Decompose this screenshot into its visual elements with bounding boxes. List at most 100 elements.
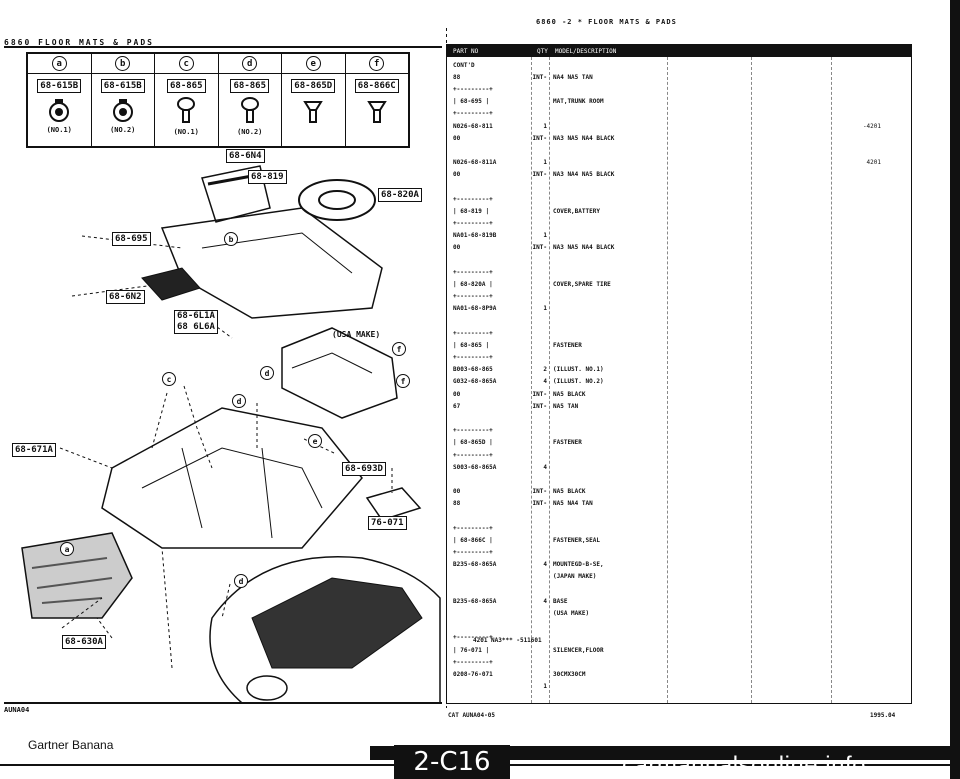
part-callout: 68-671A xyxy=(12,443,56,457)
clip-note: (NO.1) xyxy=(173,128,199,136)
cell-part-no: 00 xyxy=(453,488,461,496)
cell-part-no: +---------+ xyxy=(453,634,493,642)
cell-part-no: 88 xyxy=(453,500,461,508)
clip-letter-f: f xyxy=(369,56,385,71)
table-row: | 76-071 | SILENCER,FLOOR xyxy=(447,644,911,656)
clip-note: (NO.1) xyxy=(46,126,72,134)
table-row: 00 INT- NA3 NA5 NA4 BLACK xyxy=(447,132,911,144)
cell-part-no: +---------+ xyxy=(453,427,493,435)
cell-part-no: +---------+ xyxy=(453,268,493,276)
cell-part-no: +---------+ xyxy=(453,329,493,337)
cell-part-no: +---------+ xyxy=(453,451,493,459)
clip-reference-tag: f xyxy=(392,342,406,356)
catalog-date: 1995.04 xyxy=(870,712,896,719)
fastener-icon xyxy=(303,101,324,123)
clip-note: (NO.2) xyxy=(237,128,263,136)
table-row: +---------+ xyxy=(447,108,911,120)
part-callout: 68-6N2 xyxy=(106,290,145,304)
cell-description: NA3 NA5 NA4 BLACK xyxy=(553,134,615,142)
fastener-icon xyxy=(366,101,387,123)
clip-legend: a 68-615B (NO.1) b 68-615B (NO.2) c 68-8… xyxy=(26,52,410,148)
cell-qty: INT- xyxy=(532,390,547,398)
heading-rule xyxy=(4,46,442,48)
cell-description: 30CMX30CM xyxy=(553,670,586,678)
cell-part-no: G032-68-865A xyxy=(453,378,497,386)
cell-description: SILENCER,FLOOR xyxy=(553,646,604,654)
fastener-icon xyxy=(177,97,196,123)
table-row: | 68-695 |MAT,TRUNK ROOM xyxy=(447,96,911,108)
clip-part-number: 68-866C xyxy=(354,79,399,93)
clip-cell-a: a 68-615B (NO.1) xyxy=(28,54,92,146)
cell-part-no: 00 xyxy=(453,134,461,142)
floor-mat-illustration xyxy=(21,165,441,703)
clip-reference-tag: d xyxy=(260,366,274,380)
cell-reference: -4201 xyxy=(862,122,881,130)
cell-part-no: +---------+ xyxy=(453,220,493,228)
table-row xyxy=(447,412,911,424)
cell-part-no: +---------+ xyxy=(453,549,493,557)
cell-description: NA5 BLACK xyxy=(553,488,586,496)
cell-description: COVER,SPARE TIRE xyxy=(553,280,611,288)
part-number: 68-6L1A xyxy=(177,311,215,321)
cell-qty: INT- xyxy=(532,134,547,142)
cell-description: MOUNTEGD-B-SE, xyxy=(553,561,604,569)
cell-part-no: S003-68-865A xyxy=(453,463,497,471)
table-header: PART NO QTY MODEL/DESCRIPTION xyxy=(447,45,911,57)
table-row: +---------+ xyxy=(447,547,911,559)
cell-part-no: +---------+ xyxy=(453,85,493,93)
table-row xyxy=(447,510,911,522)
cell-part-no: +---------+ xyxy=(453,354,493,362)
clip-letter-b: b xyxy=(115,56,131,71)
push-clip-icon xyxy=(112,99,133,122)
cell-description: MAT,TRUNK ROOM xyxy=(553,98,604,106)
clip-part-number: 68-615B xyxy=(37,79,82,93)
part-callout: 68-695 xyxy=(112,232,151,246)
clip-letter-e: e xyxy=(305,56,321,71)
clip-reference-tag: d xyxy=(232,394,246,408)
cell-part-no: 00 xyxy=(453,390,461,398)
table-row: +---------+ xyxy=(447,217,911,229)
cell-qty: 4 xyxy=(543,463,547,471)
cell-description: NA3 NA5 NA4 BLACK xyxy=(553,244,615,252)
table-row xyxy=(447,254,911,266)
clip-part-number: 68-865 xyxy=(166,79,206,93)
table-row: | 68-866C |FASTENER,SEAL xyxy=(447,534,911,546)
summary-line: 4201 NA3*** -511601 xyxy=(473,637,542,644)
cell-part-no: | 68-865D | xyxy=(453,439,493,447)
credit-text: Gartner Banana xyxy=(28,738,114,752)
cell-qty: INT- xyxy=(532,500,547,508)
cell-part-no: N026-68-811A xyxy=(453,159,497,167)
cell-qty: 1 xyxy=(543,159,547,167)
clip-part-number: 68-865D xyxy=(291,79,336,93)
cell-qty: INT- xyxy=(532,171,547,179)
clip-cell-f: f 68-866C xyxy=(345,54,408,146)
table-row: +---------+ xyxy=(447,291,911,303)
table-row: | 68-865D | FASTENER xyxy=(447,437,911,449)
table-row xyxy=(447,473,911,485)
clip-note: (NO.2) xyxy=(110,126,136,134)
cell-description: FASTENER xyxy=(553,439,582,447)
table-row: S003-68-865A 4 xyxy=(447,461,911,473)
col-part-no: PART NO xyxy=(453,47,479,55)
cell-qty: 1 xyxy=(543,232,547,240)
cell-part-no: CONT'D xyxy=(453,61,475,69)
exploded-diagram: 68-6N4 68-819 68-820A 68-695 68-6N2 68-6… xyxy=(2,148,442,703)
cell-part-no: | 68-820A | xyxy=(453,280,493,288)
cell-description: BASE xyxy=(553,597,568,605)
cell-part-no: | 76-071 | xyxy=(453,646,490,654)
cell-description: NA3 NA4 NA5 BLACK xyxy=(553,171,615,179)
cell-part-no: +---------+ xyxy=(453,110,493,118)
watermark-text: carmanualsonline.info xyxy=(622,752,866,779)
cell-reference: 4201 xyxy=(866,159,881,167)
